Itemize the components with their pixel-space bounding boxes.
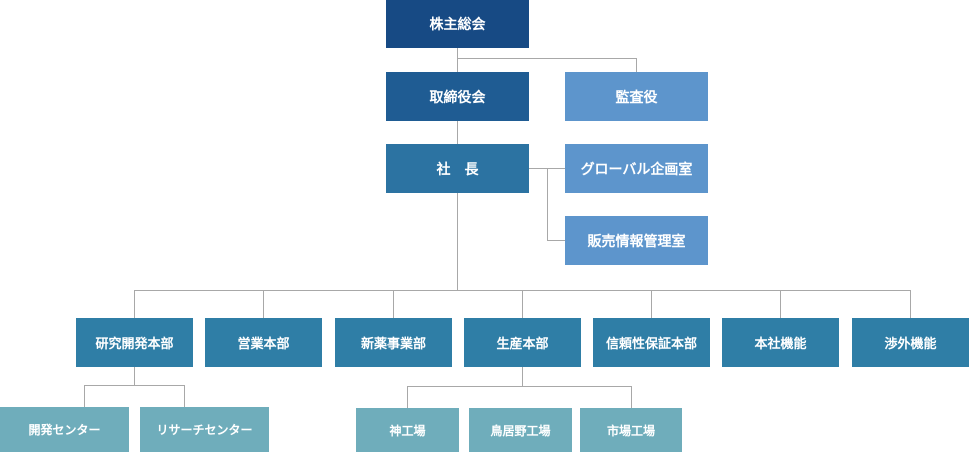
global-planning-office-box: グローバル企画室 — [565, 144, 708, 193]
division-box: 信頼性保証本部 — [593, 318, 710, 367]
board-of-directors-box: 取締役会 — [386, 72, 529, 121]
president-box: 社 長 — [386, 144, 529, 193]
shareholders-meeting-box: 株主総会 — [386, 0, 529, 48]
division-box: 渉外機能 — [852, 318, 969, 367]
auditor-box: 監査役 — [565, 72, 708, 121]
rnd-unit-box: 開発センター — [0, 407, 129, 452]
rnd-unit-box: リサーチセンター — [140, 407, 269, 452]
factory-box: 鳥居野工場 — [469, 408, 572, 452]
factory-box: 神工場 — [356, 408, 459, 452]
factory-box: 市場工場 — [580, 408, 682, 452]
division-box: 生産本部 — [464, 318, 581, 367]
sales-information-office-box: 販売情報管理室 — [565, 216, 708, 265]
division-box: 営業本部 — [205, 318, 322, 367]
division-box: 研究開発本部 — [76, 318, 193, 367]
division-box: 本社機能 — [722, 318, 839, 367]
division-box: 新薬事業部 — [335, 318, 452, 367]
